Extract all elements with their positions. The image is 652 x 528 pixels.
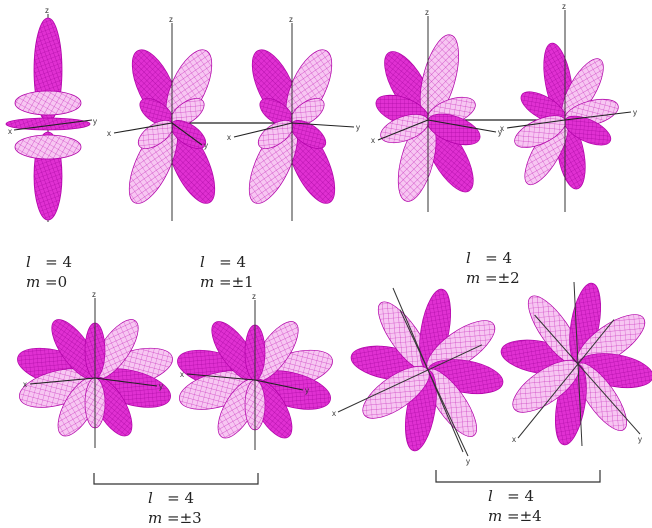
orbital-m2-left: xyz [371,8,502,212]
y-axis-label: y [204,141,208,150]
l-symbol: l [466,249,471,267]
l-symbol: l [200,253,205,271]
y-axis-label: y [633,108,637,117]
z-axis-label: z [252,292,256,301]
x-axis-label: x [107,129,111,138]
l-value: = 4 [45,253,72,271]
x-axis-label: x [371,136,375,145]
m-symbol: m [466,269,480,287]
m-value: =±2 [485,269,520,287]
l-value: = 4 [167,489,194,507]
orbital-m3-right: x y z [173,292,336,450]
x-axis-label: x [332,409,336,418]
x-axis-label: x [512,435,516,444]
y-axis-label: y [638,435,642,444]
l-value: = 4 [219,253,246,271]
label-l4-m3: l = 4 m =±3 [148,488,202,528]
y-axis-label: y [159,382,163,391]
orbital-m1-left: x y z [107,15,225,221]
m-value: =0 [45,273,67,291]
z-axis-label: z [289,15,293,24]
y-axis-label: y [305,386,309,395]
z-axis-label: z [425,8,429,17]
l-symbol: l [488,487,493,505]
ring-center [6,118,90,130]
z-axis-label: z [169,15,173,24]
l-symbol: l [26,253,31,271]
ring-lower [15,135,81,159]
m-value: =±4 [507,507,542,525]
m-symbol: m [488,507,502,525]
l-symbol: l [148,489,153,507]
orbital-l4-m0: x y z [6,6,97,222]
x-axis-label: x [180,370,184,379]
l-value: = 4 [507,487,534,505]
label-l4-m1: l = 4 m =±1 [200,252,254,292]
orbital-m4-left: xy [332,287,506,466]
label-l4-m0: l = 4 m =0 [26,252,72,292]
z-axis-label: z [45,6,49,15]
group-bracket [436,470,600,482]
m-symbol: m [200,273,214,291]
x-axis-label: x [227,133,231,142]
orbital-pair-m1: x y z x y z [107,15,360,221]
l-value: = 4 [485,249,512,267]
ring-upper [15,91,81,115]
group-bracket [94,473,258,484]
orbital-m3-left: x y z [13,290,176,448]
orbital-m1-right: x y z [227,15,360,221]
label-l4-m4: l = 4 m =±4 [488,486,542,526]
y-axis-label: y [93,117,97,126]
m-value: =±1 [219,273,254,291]
y-axis-label: y [356,123,360,132]
x-axis-label: x [500,124,504,133]
z-axis-label: z [92,290,96,299]
label-l4-m2: l = 4 m =±2 [466,248,520,288]
m-symbol: m [26,273,40,291]
x-axis-label: x [23,380,27,389]
m-symbol: m [148,509,162,527]
orbital-m2-right: x y z [500,2,637,212]
y-axis-label: y [466,457,470,466]
m-value: =±3 [167,509,202,527]
z-axis-label: z [562,2,566,11]
x-axis-label: x [8,127,12,136]
orbital-pair-m3: x y z x y z [13,290,336,484]
